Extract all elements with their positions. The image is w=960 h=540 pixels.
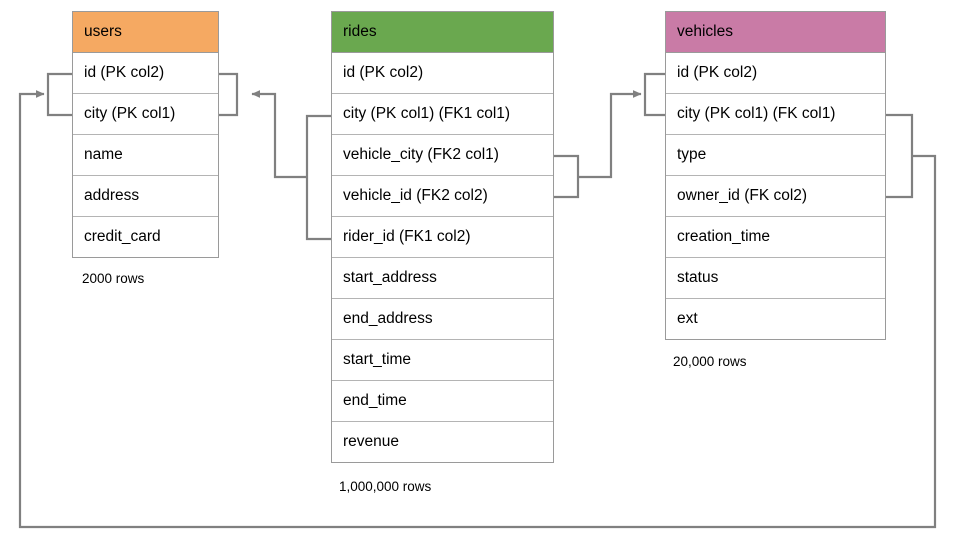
- field-label: vehicle_city (FK2 col1): [343, 146, 499, 163]
- field-label: revenue: [343, 433, 400, 450]
- entity-rides-field-start-address[interactable]: start_address: [332, 258, 553, 299]
- edge-users-right-bracket: [219, 72, 239, 117]
- entity-vehicles[interactable]: vehicles id (PK col2) city (PK col1) (FK…: [665, 11, 886, 340]
- field-label: city (PK col1) (FK1 col1): [343, 105, 511, 122]
- entity-vehicles-field-city[interactable]: city (PK col1) (FK col1): [666, 94, 885, 135]
- field-label: id (PK col2): [677, 64, 758, 81]
- entity-users-row-count: 2000 rows: [82, 271, 145, 286]
- edge-users-left-bracket: [46, 72, 72, 117]
- entity-users-field-name[interactable]: name: [73, 135, 218, 176]
- entity-vehicles-field-status[interactable]: status: [666, 258, 885, 299]
- entity-rides-field-city[interactable]: city (PK col1) (FK1 col1): [332, 94, 553, 135]
- field-label: vehicle_id (FK2 col2): [343, 187, 488, 204]
- entity-rides-field-end-time[interactable]: end_time: [332, 381, 553, 422]
- entity-rides-field-vehicle-id[interactable]: vehicle_id (FK2 col2): [332, 176, 553, 217]
- edge-vehicles-right-bracket: [886, 113, 914, 199]
- edge-rides-to-vehicles: [578, 90, 642, 179]
- entity-rides-field-start-time[interactable]: start_time: [332, 340, 553, 381]
- entity-rides-field-revenue[interactable]: revenue: [332, 422, 553, 463]
- field-label: name: [84, 146, 123, 163]
- field-label: id (PK col2): [84, 64, 165, 81]
- field-label: owner_id (FK col2): [677, 187, 808, 204]
- edge-rides-right-bracket: [554, 154, 580, 199]
- entity-rides-field-id[interactable]: id (PK col2): [332, 53, 553, 94]
- entity-vehicles-field-type[interactable]: type: [666, 135, 885, 176]
- edge-rides-to-users: [251, 90, 307, 179]
- field-label: address: [84, 187, 140, 204]
- entity-vehicles-row-count: 20,000 rows: [673, 354, 747, 369]
- entity-vehicles-title: vehicles: [677, 23, 733, 40]
- entity-users-field-city[interactable]: city (PK col1): [73, 94, 218, 135]
- entity-users-field-id[interactable]: id (PK col2): [73, 53, 218, 94]
- field-label: id (PK col2): [343, 64, 424, 81]
- entity-rides-field-end-address[interactable]: end_address: [332, 299, 553, 340]
- entity-users-title: users: [84, 23, 122, 40]
- edge-vehicles-left-bracket: [643, 72, 665, 117]
- entity-vehicles-field-creation-time[interactable]: creation_time: [666, 217, 885, 258]
- entity-users-header: users: [73, 12, 218, 53]
- field-label: start_address: [343, 269, 437, 286]
- entity-vehicles-header: vehicles: [666, 12, 885, 53]
- field-label: type: [677, 146, 707, 163]
- entity-users-field-credit-card[interactable]: credit_card: [73, 217, 218, 258]
- field-label: city (PK col1) (FK col1): [677, 105, 836, 122]
- field-label: end_time: [343, 392, 407, 409]
- field-label: credit_card: [84, 228, 161, 245]
- entity-rides-header: rides: [332, 12, 553, 53]
- edge-rides-left-bracket: [305, 114, 331, 241]
- entity-vehicles-field-ext[interactable]: ext: [666, 299, 885, 340]
- field-label: creation_time: [677, 228, 771, 245]
- entity-users-field-address[interactable]: address: [73, 176, 218, 217]
- entity-vehicles-field-id[interactable]: id (PK col2): [666, 53, 885, 94]
- entity-rides-field-rider-id[interactable]: rider_id (FK1 col2): [332, 217, 553, 258]
- entity-users[interactable]: users id (PK col2) city (PK col1) name a…: [72, 11, 219, 258]
- field-label: ext: [677, 310, 698, 327]
- field-label: rider_id (FK1 col2): [343, 228, 471, 245]
- entity-rides-row-count: 1,000,000 rows: [339, 479, 432, 494]
- entity-rides-field-vehicle-city[interactable]: vehicle_city (FK2 col1): [332, 135, 553, 176]
- field-label: city (PK col1): [84, 105, 176, 122]
- field-label: status: [677, 269, 719, 286]
- field-label: end_address: [343, 310, 433, 327]
- entity-rides[interactable]: rides id (PK col2) city (PK col1) (FK1 c…: [331, 11, 554, 463]
- field-label: start_time: [343, 351, 412, 368]
- entity-rides-title: rides: [343, 23, 377, 40]
- entity-vehicles-field-owner-id[interactable]: owner_id (FK col2): [666, 176, 885, 217]
